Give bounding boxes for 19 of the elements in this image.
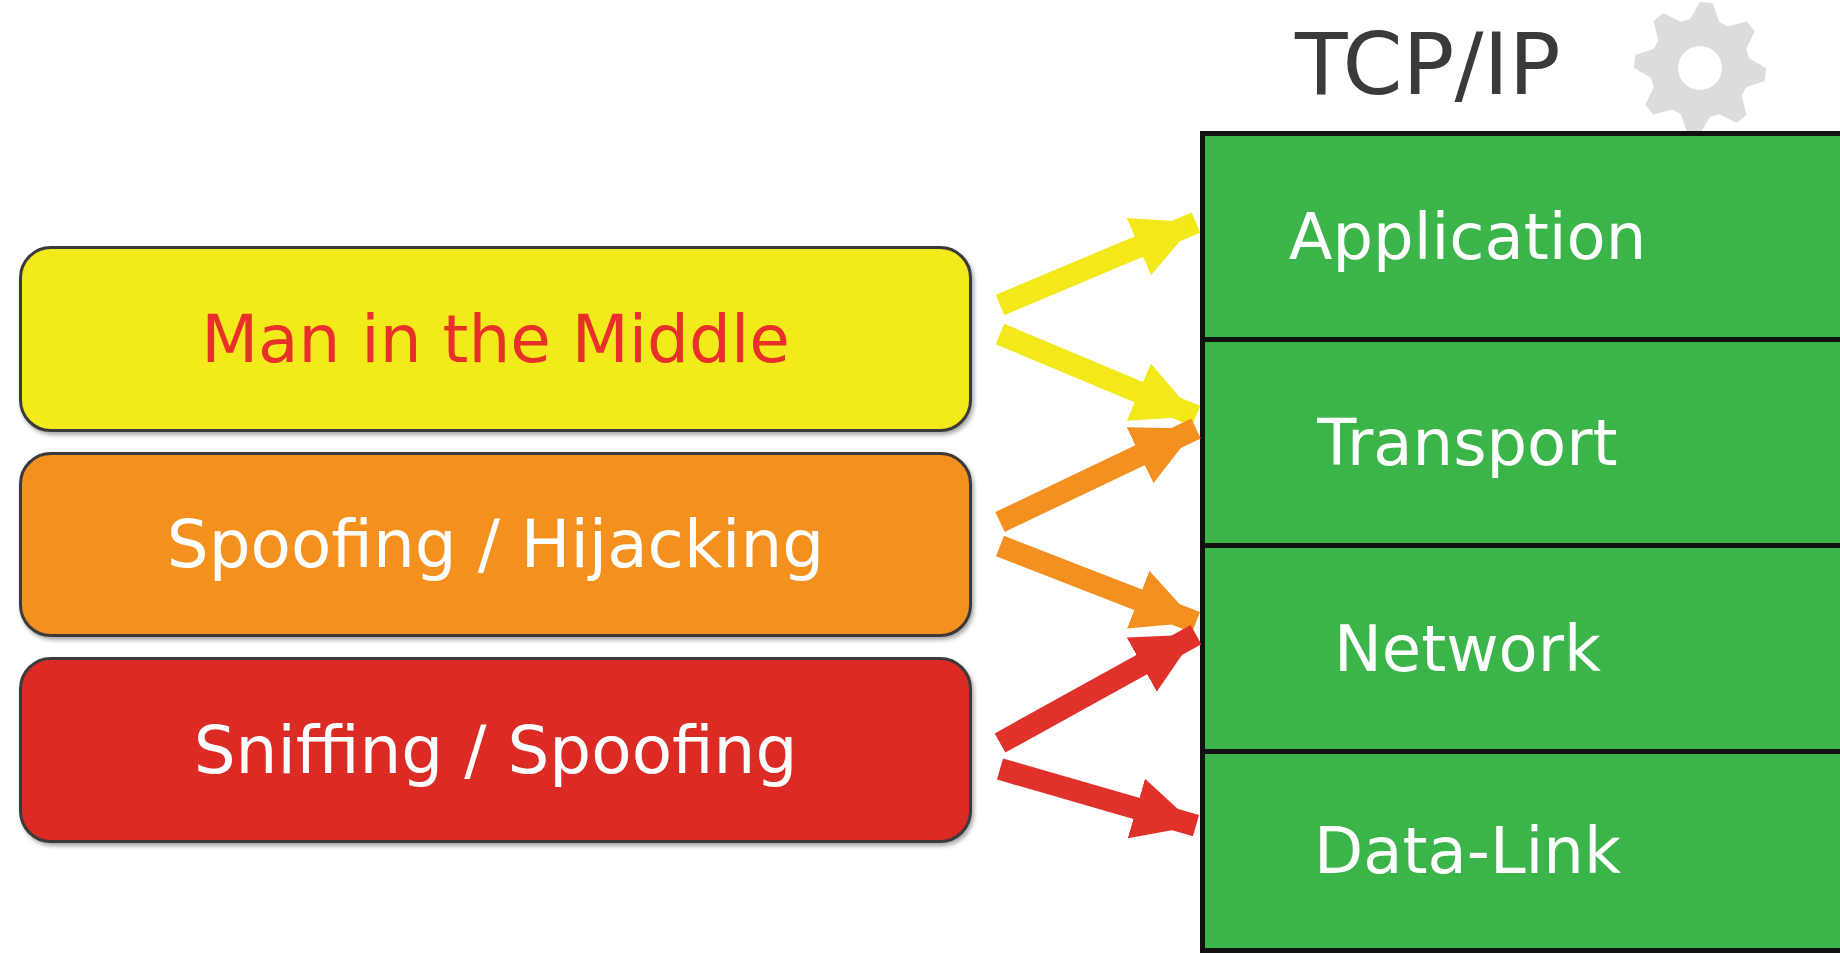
layer-box bbox=[1205, 754, 1840, 953]
layer-label: Network bbox=[1333, 611, 1602, 686]
stack-title: TCP/IP bbox=[1295, 14, 1561, 114]
layer-box bbox=[1205, 548, 1840, 754]
layer-box bbox=[1205, 136, 1840, 342]
attack-label: Sniffing / Spoofing bbox=[193, 711, 798, 789]
attack-box bbox=[19, 657, 972, 843]
layer-label: Data-Link bbox=[1314, 814, 1621, 888]
attack-box bbox=[19, 452, 972, 637]
arrow bbox=[995, 212, 1201, 316]
layer-box bbox=[1205, 342, 1840, 548]
arrow bbox=[995, 418, 1201, 532]
layer-label: Transport bbox=[1317, 405, 1618, 480]
attack-label: Man in the Middle bbox=[201, 300, 790, 378]
arrow bbox=[994, 624, 1202, 753]
arrow bbox=[996, 758, 1200, 839]
layer-label: Application bbox=[1288, 199, 1647, 274]
attack-box bbox=[19, 246, 972, 432]
attack-label: Spoofing / Hijacking bbox=[166, 506, 825, 583]
